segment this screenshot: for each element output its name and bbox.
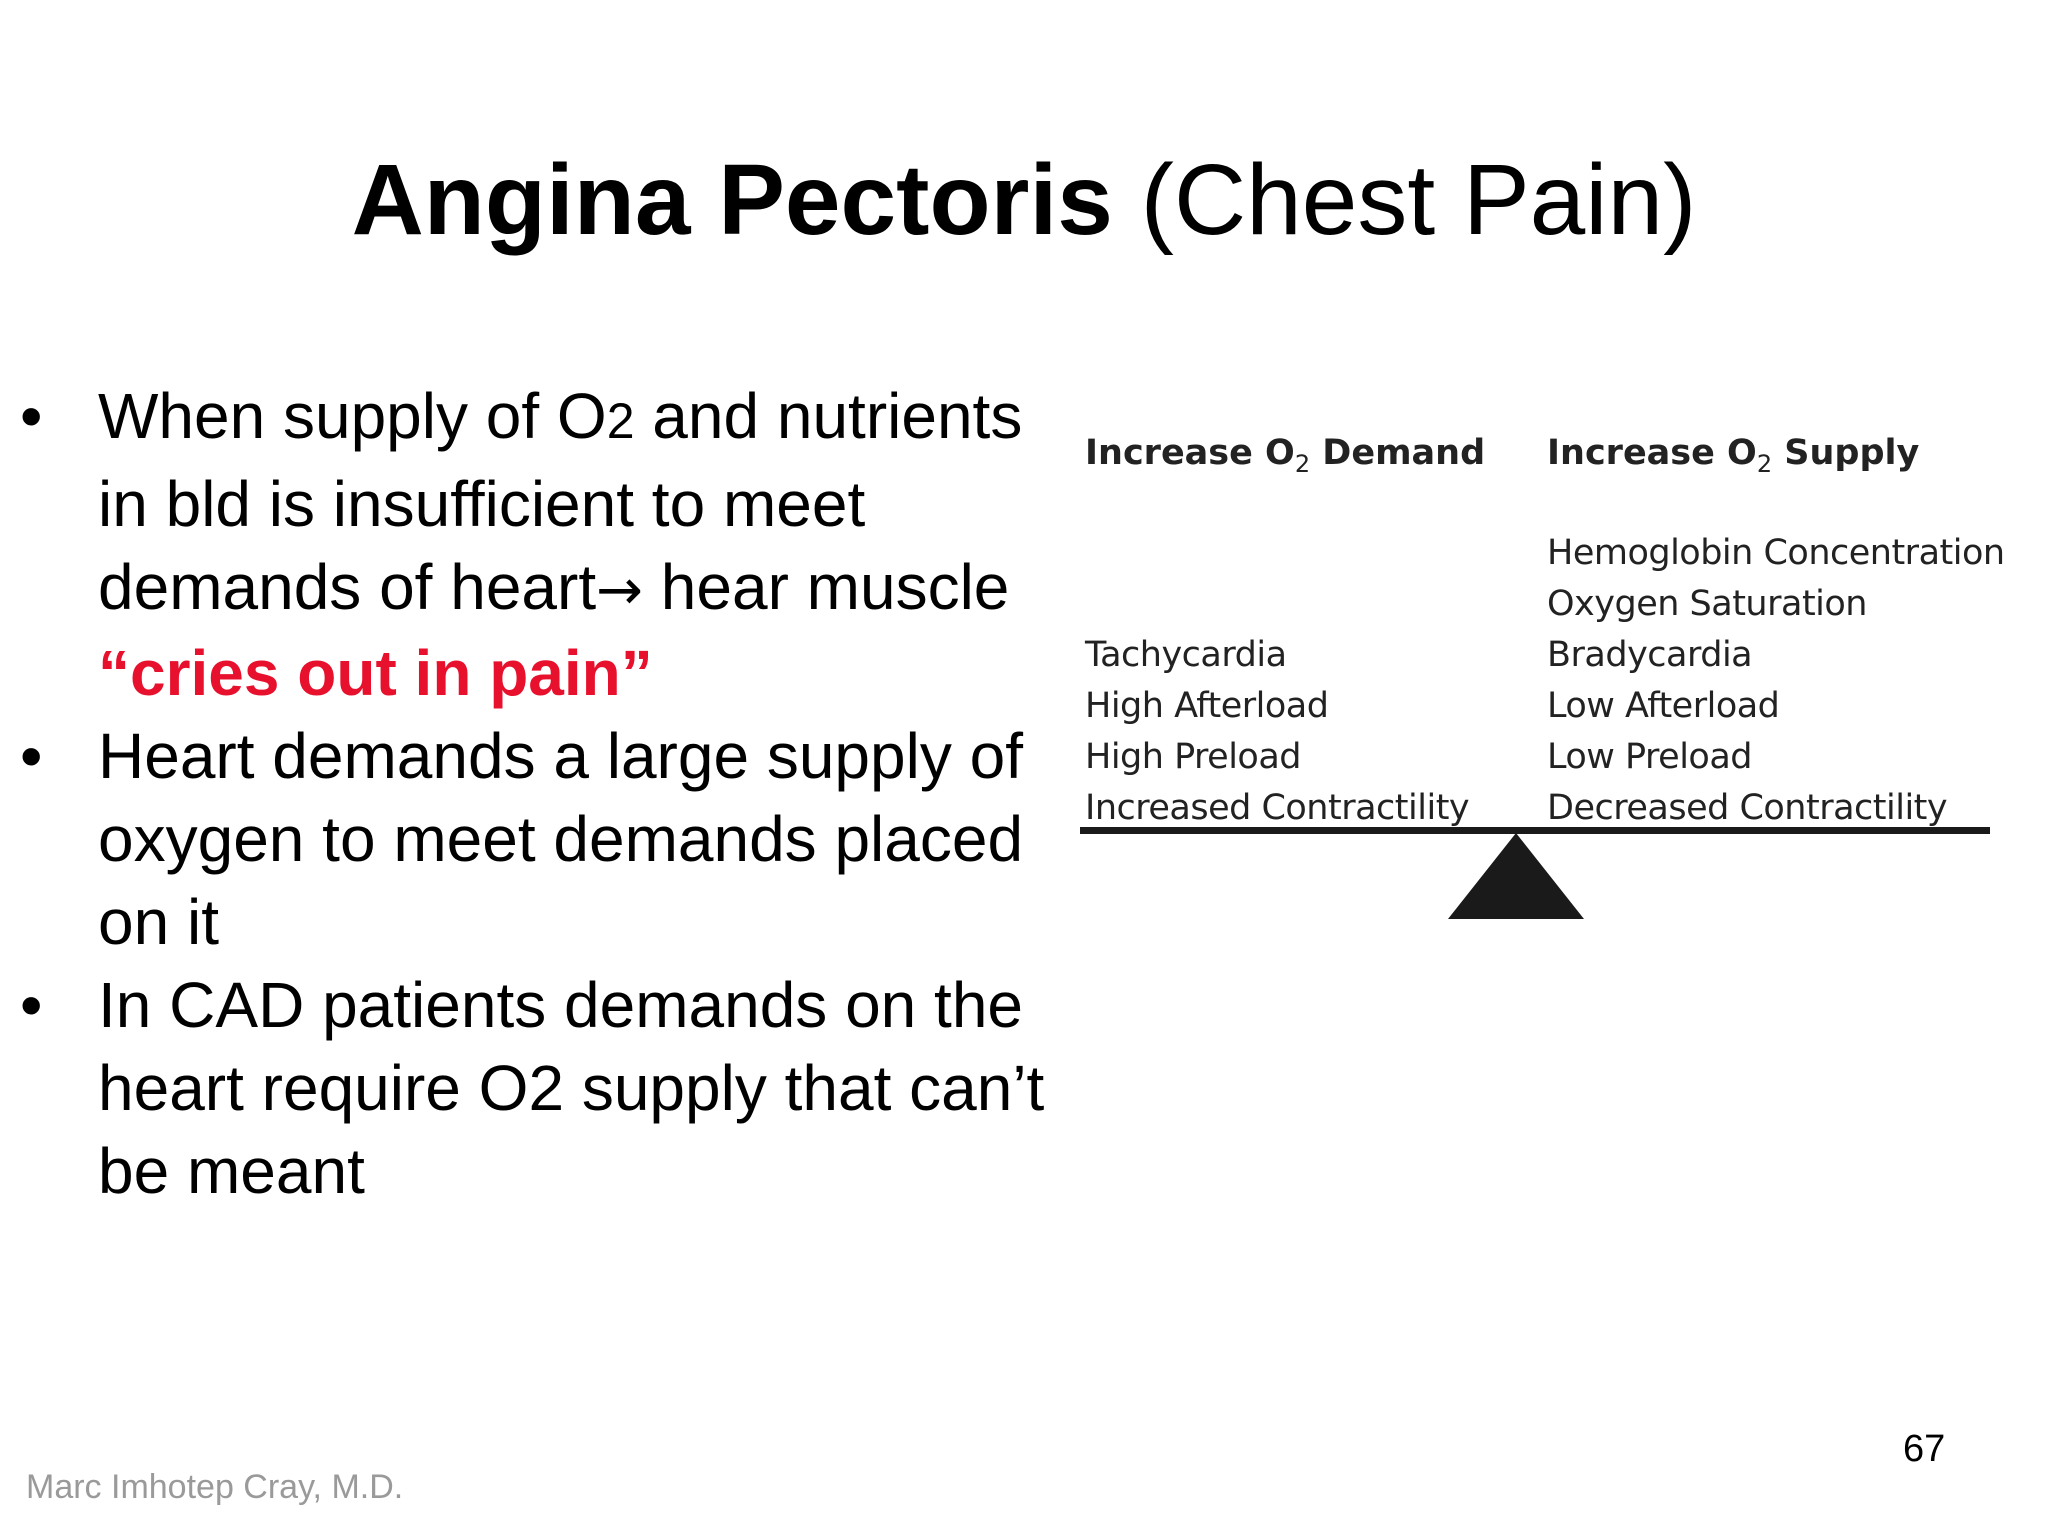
bullet-list: • When supply of O2 and nutrients in bld… [20,375,1050,1213]
supply-item: Low Afterload [1547,686,1780,726]
bullet-item: • In CAD patients demands on the heart r… [20,964,1050,1213]
supply-heading-suffix: Supply [1772,433,1920,473]
arrow-icon: → [596,558,644,623]
title-bold: Angina Pectoris [351,144,1113,256]
demand-item: Tachycardia [1085,635,1287,675]
slide-title: Angina Pectoris (Chest Pain) [0,140,2048,260]
bullet-text: In CAD patients demands on the heart req… [98,969,1045,1207]
supply-item: Decreased Contractility [1547,788,1948,828]
supply-item: Hemoglobin Concentration [1547,533,2005,573]
bullet-dot: • [20,720,43,792]
demand-item: Increased Contractility [1085,788,1470,828]
author-footer: Marc Imhotep Cray, M.D. [26,1468,404,1506]
demand-heading-prefix: Increase O [1085,433,1295,473]
bullet-dot: • [20,969,43,1041]
demand-heading-suffix: Demand [1310,433,1486,473]
supply-demand-balance-diagram: Increase O2 Demand Increase O2 Supply Ta… [1080,420,2005,940]
bullet-text-part: hear muscle [643,551,1010,623]
page-number: 67 [1903,1428,1946,1470]
bullet-text: Heart demands a large supply of oxygen t… [98,720,1024,958]
bullet-highlight: “cries out in pain” [98,637,653,709]
demand-heading: Increase O2 Demand [1085,433,1485,478]
balance-beam [1080,827,1990,834]
demand-item: High Preload [1085,737,1302,777]
bullet-text-part: When supply of O [98,380,607,452]
supply-item: Bradycardia [1547,635,1753,675]
supply-heading-prefix: Increase O [1547,433,1757,473]
bullet-text-part: and nutrients in bld is insufficient to … [98,380,1023,623]
title-normal: (Chest Pain) [1140,144,1697,256]
fulcrum-triangle-icon [1448,833,1584,919]
bullet-item: • Heart demands a large supply of oxygen… [20,715,1050,964]
bullet-text-part: 2 [606,393,635,449]
bullet-text: When supply of O2 and nutrients in bld i… [98,375,1050,715]
bullet-item: • When supply of O2 and nutrients in bld… [20,375,1050,715]
supply-item: Oxygen Saturation [1547,584,1867,624]
supply-item: Low Preload [1547,737,1753,777]
demand-heading-sub: 2 [1294,450,1311,478]
supply-heading-sub: 2 [1756,450,1773,478]
demand-item: High Afterload [1085,686,1329,726]
supply-heading: Increase O2 Supply [1547,433,1919,478]
bullet-dot: • [20,380,43,452]
